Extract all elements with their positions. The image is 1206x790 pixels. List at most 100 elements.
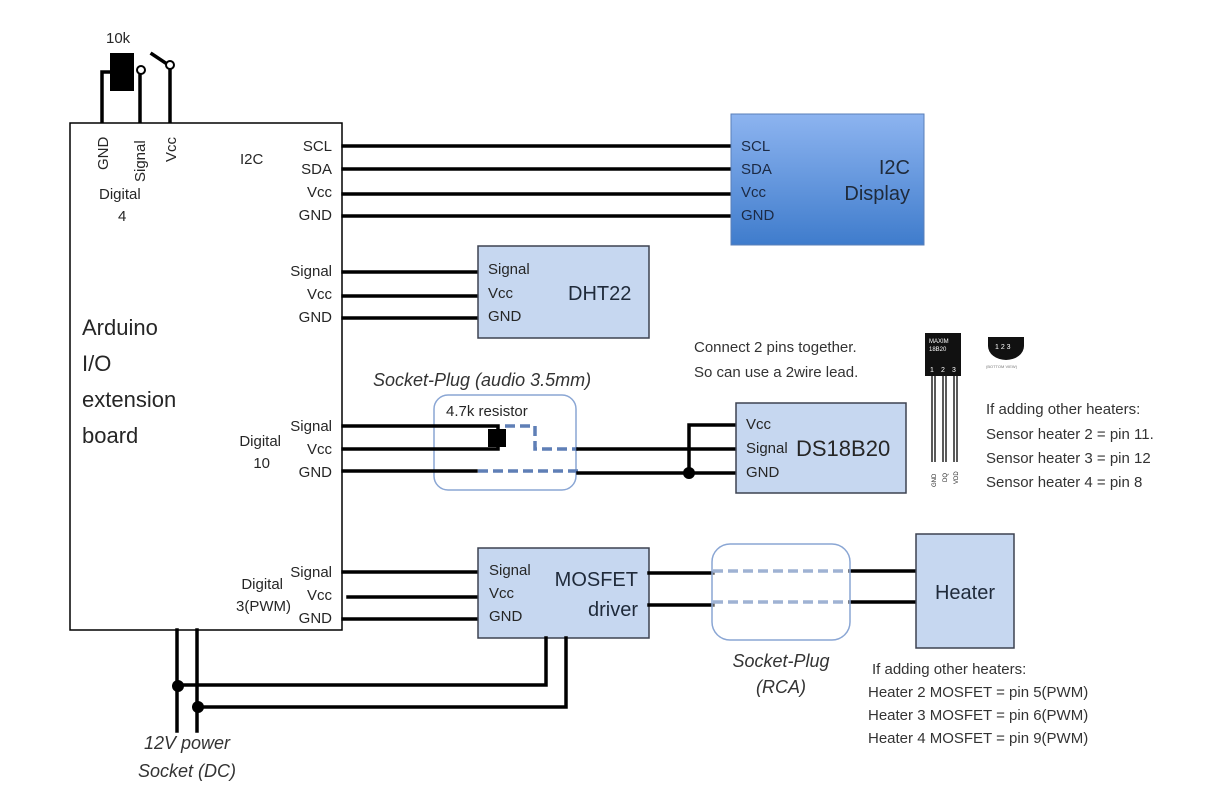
bottom-view-pins: 1 2 3 bbox=[995, 344, 1011, 351]
display-title-line1: I2C bbox=[879, 157, 910, 179]
heater-note-line4: Heater 4 MOSFET = pin 9(PWM) bbox=[868, 730, 1088, 747]
chip-leg-label-dq: DQ bbox=[943, 473, 949, 482]
heater-note-line3: Heater 3 MOSFET = pin 6(PWM) bbox=[868, 707, 1088, 724]
chip-label-line1: MAXIM bbox=[929, 339, 949, 345]
mosfet-title-line2: driver bbox=[588, 599, 638, 621]
board-pin-ds-vcc: Vcc bbox=[307, 441, 333, 458]
rca-label-line1: Socket-Plug bbox=[732, 651, 829, 671]
sensor-note-line3: Sensor heater 3 = pin 12 bbox=[986, 450, 1151, 467]
ds18b20-title: DS18B20 bbox=[796, 436, 890, 461]
power-junction-2 bbox=[192, 701, 204, 713]
board-pin-sda: SDA bbox=[301, 161, 332, 178]
power-label-line2: Socket (DC) bbox=[138, 761, 236, 781]
plug-signal-dashed bbox=[505, 424, 578, 451]
dht22-pin-gnd: GND bbox=[488, 308, 522, 325]
power-wire-to-mosfet-vcc bbox=[195, 636, 568, 709]
arduino-board bbox=[69, 122, 343, 631]
mosfet-pin-signal: Signal bbox=[489, 562, 531, 579]
digital4-number: 4 bbox=[118, 208, 126, 225]
dht22-pin-signal: Signal bbox=[488, 261, 530, 278]
ds18b20-pin-vcc: Vcc bbox=[746, 416, 772, 433]
power-wires bbox=[172, 628, 568, 733]
mosfet-wires bbox=[341, 570, 480, 621]
power-label-line1: 12V power bbox=[144, 733, 231, 753]
board-pin-i2c-vcc: Vcc bbox=[307, 184, 333, 201]
resistor-label: 4.7k resistor bbox=[446, 403, 528, 420]
mosfet-pin-gnd: GND bbox=[489, 608, 523, 625]
rca-plug-outline bbox=[711, 543, 851, 641]
chip-body bbox=[925, 333, 961, 376]
ds18b20-note-line1: Connect 2 pins together. bbox=[694, 339, 857, 356]
display-pin-gnd: GND bbox=[741, 207, 775, 224]
chip-label-line2: 18B20 bbox=[929, 347, 947, 353]
ds18b20-wires bbox=[341, 423, 738, 479]
board-pin-i2c-gnd: GND bbox=[299, 207, 333, 224]
power-wire-to-mosfet-gnd bbox=[175, 636, 548, 687]
dht22-wires bbox=[341, 270, 480, 320]
rca-label-line2: (RCA) bbox=[756, 677, 806, 697]
mosfet-title-line1: MOSFET bbox=[555, 569, 638, 591]
pot-vcc-terminal bbox=[165, 60, 175, 70]
board-pin-mosfet-vcc: Vcc bbox=[307, 587, 333, 604]
board-pin-ds-gnd: GND bbox=[299, 464, 333, 481]
board-pin-dht-gnd: GND bbox=[299, 309, 333, 326]
potentiometer-label: 10k bbox=[106, 30, 131, 47]
chip-leg-label-gnd: GND bbox=[932, 473, 938, 487]
resistor-4-7k bbox=[488, 429, 506, 447]
display-pin-scl: SCL bbox=[741, 138, 770, 155]
dht22-box bbox=[477, 245, 650, 339]
sensor-note-line1: If adding other heaters: bbox=[986, 401, 1140, 418]
ds18b20-chip-illustration: MAXIM 18B20 1 2 3 GND DQ VDD 1 2 3 (BOTT… bbox=[925, 333, 1024, 487]
chip-pin-3: 3 bbox=[952, 367, 956, 374]
heater-box bbox=[915, 533, 1015, 649]
display-pin-sda: SDA bbox=[741, 161, 772, 178]
board-title-line3: extension bbox=[82, 387, 176, 412]
mosfet-pin-vcc: Vcc bbox=[489, 585, 515, 602]
heater-note-line2: Heater 2 MOSFET = pin 5(PWM) bbox=[868, 684, 1088, 701]
power-junction-1 bbox=[172, 680, 184, 692]
display-pin-vcc: Vcc bbox=[741, 184, 767, 201]
board-pin-ds-signal: Signal bbox=[290, 418, 332, 435]
potentiometer-body bbox=[110, 53, 134, 91]
dht22-title: DHT22 bbox=[568, 283, 631, 305]
board-pin-dht-signal: Signal bbox=[290, 263, 332, 280]
board-pin-dht-vcc: Vcc bbox=[307, 286, 333, 303]
heater-note-line1: If adding other heaters: bbox=[872, 661, 1026, 678]
pot-signal-terminal bbox=[136, 65, 146, 75]
heater-title: Heater bbox=[935, 582, 995, 604]
i2c-display-box bbox=[730, 113, 925, 246]
top-pin-vcc: Vcc bbox=[163, 136, 180, 162]
wire-ds-vcc-bridge bbox=[687, 423, 738, 475]
chip-pin-1: 1 bbox=[930, 367, 934, 374]
board-pin-mosfet-signal: Signal bbox=[290, 564, 332, 581]
digital4-label: Digital bbox=[99, 186, 141, 203]
junction-dot bbox=[683, 467, 695, 479]
pot-gnd-wire bbox=[100, 70, 112, 125]
top-pin-gnd: GND bbox=[95, 137, 112, 171]
board-pin-scl: SCL bbox=[303, 138, 332, 155]
sensor-note-line2: Sensor heater 2 = pin 11. bbox=[986, 426, 1154, 443]
display-title-line2: Display bbox=[844, 183, 910, 205]
board-title-line2: I/O bbox=[82, 351, 111, 376]
digital3-number: 3(PWM) bbox=[236, 598, 291, 615]
ds18b20-pin-gnd: GND bbox=[746, 464, 780, 481]
potentiometer: 10k bbox=[100, 30, 175, 125]
chip-pin-2: 2 bbox=[941, 367, 945, 374]
sensor-note-line4: Sensor heater 4 = pin 8 bbox=[986, 474, 1142, 491]
dht22-pin-vcc: Vcc bbox=[488, 285, 514, 302]
ds18b20-box bbox=[735, 402, 907, 494]
heater-wires bbox=[647, 569, 917, 607]
board-title-line1: Arduino bbox=[82, 315, 158, 340]
top-pin-signal: Signal bbox=[132, 140, 149, 182]
mosfet-driver-box bbox=[477, 547, 650, 639]
chip-leg-label-vdd: VDD bbox=[954, 471, 960, 484]
ds18b20-pin-signal: Signal bbox=[746, 440, 788, 457]
audio-plug-label: Socket-Plug (audio 3.5mm) bbox=[373, 370, 591, 390]
i2c-wires bbox=[341, 144, 736, 218]
bottom-view-label: (BOTTOM VIEW) bbox=[986, 364, 1018, 369]
chip-bottom-view bbox=[988, 337, 1024, 360]
digital10-number: 10 bbox=[253, 455, 270, 472]
board-title-line4: board bbox=[82, 423, 138, 448]
